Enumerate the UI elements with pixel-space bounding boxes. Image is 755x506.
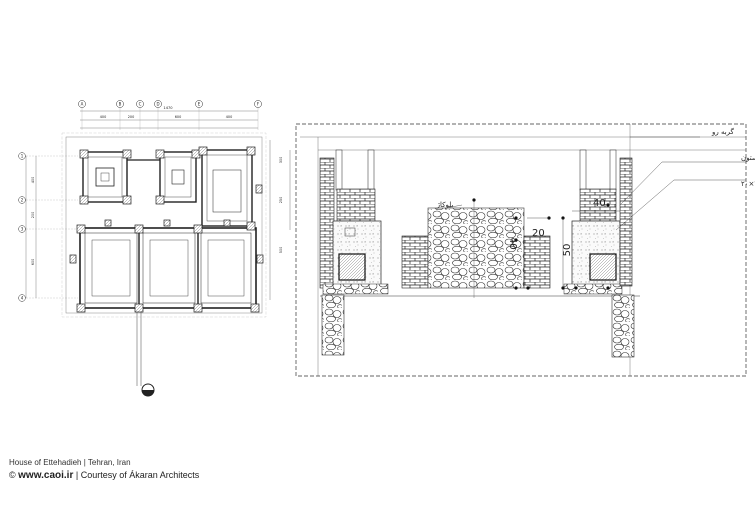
foundation-plan: 1470 400 200 600 400 400 200 600 300 250… xyxy=(25,106,291,397)
dim-segment-1: 400 xyxy=(100,115,106,119)
grid-axis-labels-left xyxy=(25,155,78,299)
row-bubble-4: 4 xyxy=(18,294,26,302)
plan-dim-left-2: 200 xyxy=(31,212,35,218)
dim-overall: 1470 xyxy=(163,106,173,110)
caption-project-text: House of Ettehadieh | Tehran, Iran xyxy=(9,458,131,467)
svg-text:A: A xyxy=(81,102,84,107)
caption-separator: | xyxy=(75,470,79,480)
svg-text:1: 1 xyxy=(21,153,24,158)
svg-text:3: 3 xyxy=(21,226,24,231)
svg-text:F: F xyxy=(257,102,260,107)
plan-walls xyxy=(79,149,257,309)
copyright-symbol: © xyxy=(9,470,16,480)
foundation-section-detail: 40 20 40 50 گربه رو ۴۰×۵۰ پی ستون شناژ ب… xyxy=(295,123,755,377)
label-blokaj: بلوکاژ xyxy=(436,201,454,209)
dim-segment-4: 400 xyxy=(226,115,232,119)
svg-text:C: C xyxy=(139,102,142,107)
svg-text:B: B xyxy=(119,102,122,107)
svg-text:D: D xyxy=(156,102,159,107)
dim-segment-2: 200 xyxy=(128,115,134,119)
svg-text:E: E xyxy=(198,102,201,107)
label-column-footing: ۴۰×۵۰ پی ستون xyxy=(741,154,755,162)
dim-segment-3: 600 xyxy=(175,115,181,119)
plan-dim-left-1: 400 xyxy=(31,177,35,183)
plan-dim-right-1: 300 xyxy=(279,157,283,163)
dim-20: 20 xyxy=(532,228,545,239)
grid-bubble-e: E xyxy=(195,100,203,130)
column-footings xyxy=(69,146,264,313)
grid-axis-labels-top xyxy=(80,110,258,129)
row-bubble-3: 3 xyxy=(18,225,26,233)
label-tie-beam: شناژ بندی ۳۰×۲۰ xyxy=(741,180,755,188)
svg-text:4: 4 xyxy=(21,295,24,300)
row-bubble-2: 2 xyxy=(18,196,26,204)
grid-bubble-d: D xyxy=(154,100,162,130)
dim-50: 50 xyxy=(562,244,573,257)
plan-dim-right-2: 250 xyxy=(279,197,283,203)
svg-text:2: 2 xyxy=(21,197,24,202)
caption-credit: © www.caoi.ir | Courtesy of Ákaran Archi… xyxy=(9,470,199,481)
site-link[interactable]: www.caoi.ir xyxy=(18,470,74,481)
grid-bubble-f: F xyxy=(254,100,262,130)
dim-40-vertical: 40 xyxy=(507,237,518,250)
grid-bubble-c: C xyxy=(136,100,144,130)
grid-bubble-a: A xyxy=(78,100,86,130)
plan-dim-right-3: 500 xyxy=(279,247,283,253)
caption-project: House of Ettehadieh | Tehran, Iran xyxy=(9,458,131,467)
plan-dim-left-3: 600 xyxy=(31,259,35,265)
dim-40-horizontal: 40 xyxy=(593,198,606,209)
row-bubble-1: 1 xyxy=(18,152,26,160)
caption-courtesy: Courtesy of Ákaran Architects xyxy=(80,470,200,480)
label-gorbe-ro: گربه رو xyxy=(711,127,735,136)
grid-bubble-b: B xyxy=(116,100,124,130)
